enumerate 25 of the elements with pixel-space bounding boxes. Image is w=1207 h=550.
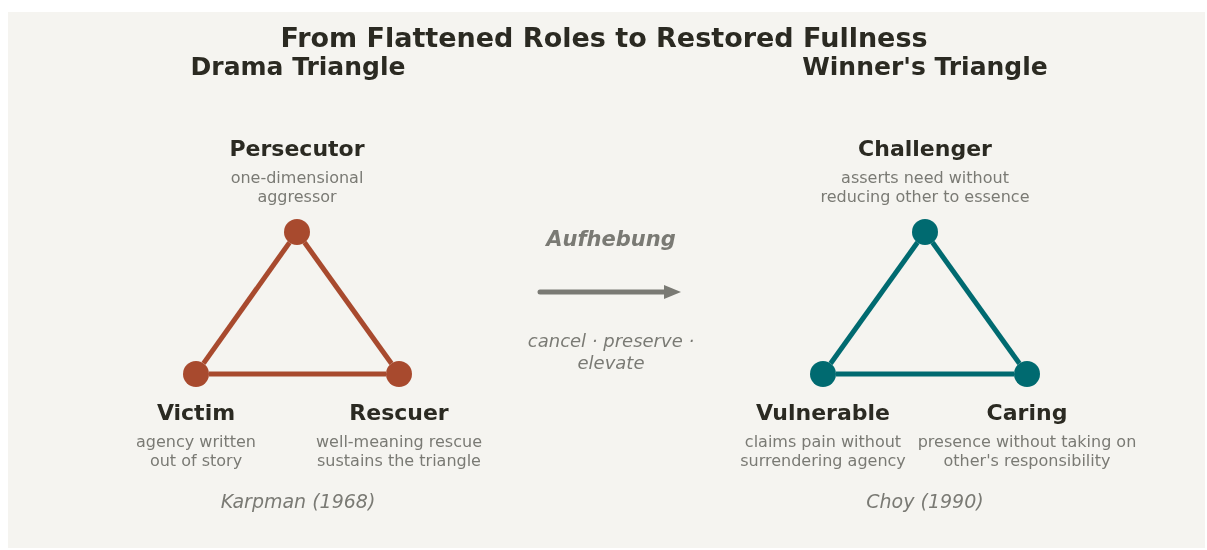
role-name: Vulnerable	[756, 400, 890, 425]
citation: Karpman (1968)	[220, 490, 376, 512]
triangle-side	[836, 371, 1014, 377]
diagram-title: From Flattened Roles to Restored Fullness	[280, 22, 928, 53]
role-description: asserts need without reducing other to essence	[819, 168, 1031, 206]
panel-heading: Winner's Triangle	[802, 52, 1048, 81]
panel-heading: Drama Triangle	[190, 52, 406, 81]
role-name: Victim	[156, 400, 236, 425]
triangle-side	[201, 241, 292, 365]
role-name: Challenger	[858, 136, 992, 161]
triangle-side	[209, 371, 386, 377]
role-description: claims pain without surrendering agency	[739, 432, 907, 470]
role-description: well-meaning rescue sustains the triangle	[315, 432, 483, 470]
transition-note: cancel · preserve · elevate	[526, 330, 696, 374]
role-description: agency written out of story	[135, 432, 257, 470]
transition-label: Aufhebung	[546, 227, 676, 251]
triangle-side	[930, 241, 1022, 365]
role-description: presence without taking on other's responsibility	[916, 432, 1138, 470]
role-name: Persecutor	[229, 136, 365, 161]
citation: Choy (1990)	[866, 490, 984, 512]
triangle-side	[828, 241, 920, 365]
triangle-side	[302, 241, 394, 365]
role-name: Caring	[986, 400, 1068, 425]
role-description: one-dimensional aggressor	[229, 168, 365, 206]
role-name: Rescuer	[349, 400, 449, 425]
